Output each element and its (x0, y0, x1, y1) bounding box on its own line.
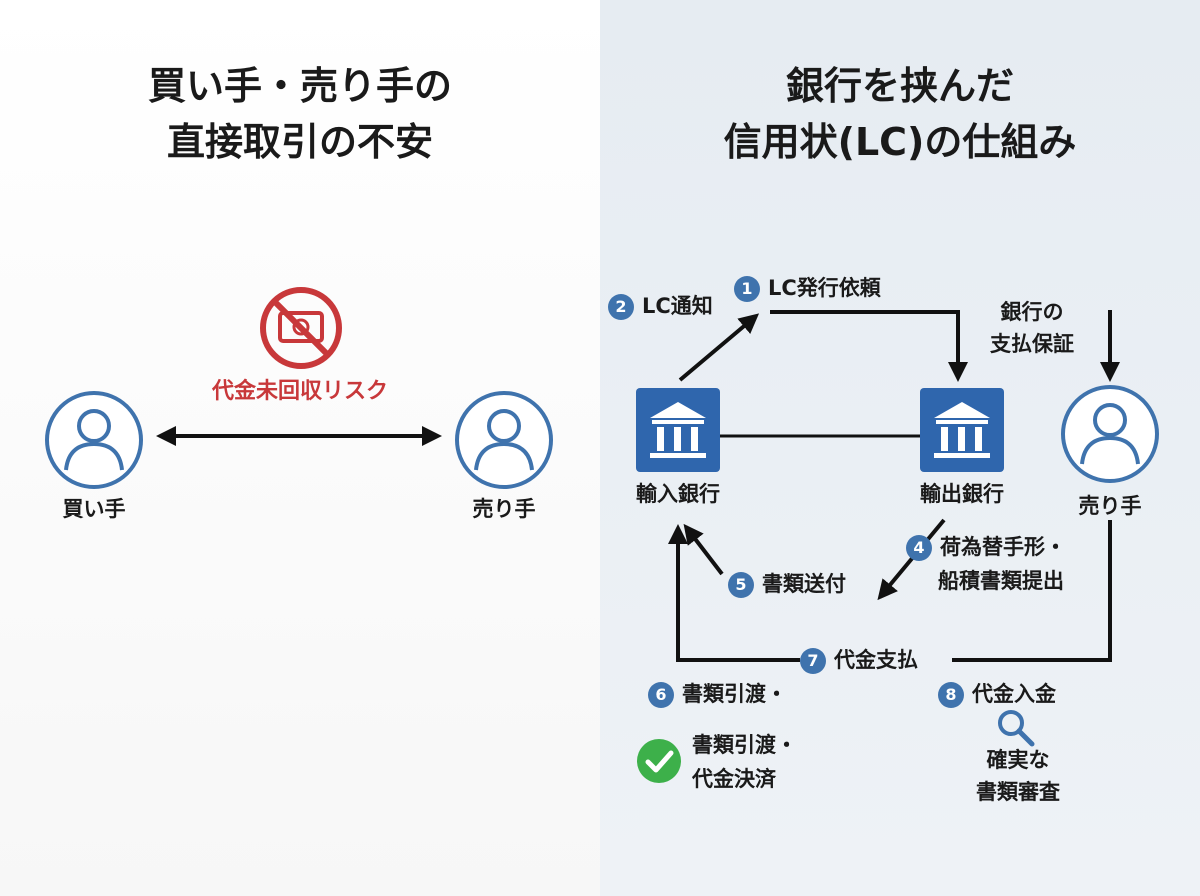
seller-label-right: 売り手 (1078, 494, 1142, 518)
buyer-person-icon (45, 391, 143, 489)
export-bank-icon (920, 388, 1004, 472)
left-title: 買い手・売り手の 直接取引の不安 (147, 64, 452, 164)
import-bank-label: 輸入銀行 (636, 482, 720, 506)
step-8-badge: 8 (938, 682, 964, 708)
seller-person-icon-right (1061, 385, 1159, 483)
arrow-payment-loop (668, 524, 800, 662)
settlement-label: 書類引渡・ 代金決済 (692, 733, 797, 791)
risk-label: 代金未回収リスク (211, 379, 389, 404)
seller-person-icon (455, 391, 553, 489)
arrow-docs-send (683, 523, 724, 576)
right-title: 銀行を挟んだ 信用状(LC)の仕組み (723, 64, 1077, 164)
line-payment-seller (952, 520, 1112, 662)
buyer-label: 買い手 (62, 497, 126, 521)
step-4-badge: 4 (906, 535, 932, 561)
step-5-badge: 5 (728, 572, 754, 598)
step-1-badge: 1 (734, 276, 760, 302)
check-circle-icon (637, 739, 681, 783)
magnifier-icon (998, 710, 1035, 747)
arrow-lc-issue (770, 310, 968, 382)
no-money-icon (260, 287, 342, 369)
step-2-badge: 2 (608, 294, 634, 320)
arrow-lc-notice (678, 313, 760, 382)
import-bank-icon (636, 388, 720, 472)
review-label: 確実な 書類審査 (976, 748, 1060, 804)
step-6-badge: 6 (648, 682, 674, 708)
seller-label: 売り手 (472, 497, 536, 521)
guarantee-label: 銀行の 支払保証 (990, 300, 1074, 356)
export-bank-label: 輸出銀行 (920, 482, 1004, 506)
step-7-badge: 7 (800, 648, 826, 674)
